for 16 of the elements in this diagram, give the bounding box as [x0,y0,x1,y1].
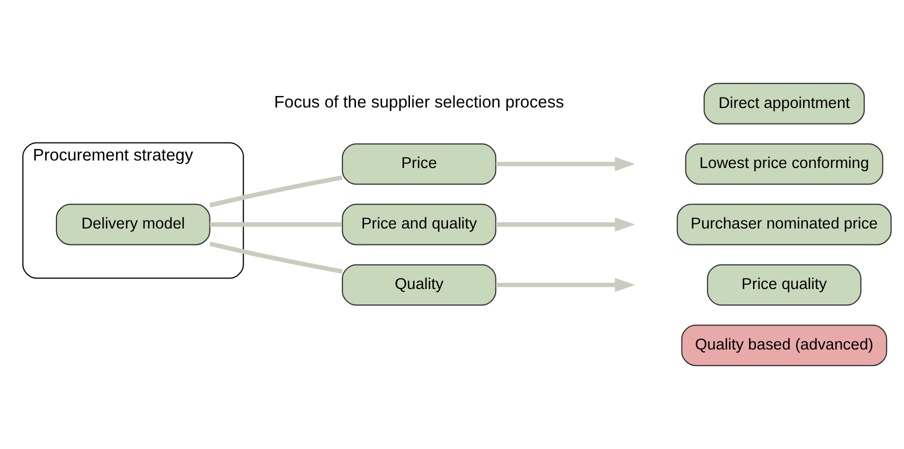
node-box: Quality based (advanced) [680,324,887,366]
arrow [495,157,635,172]
arrow [495,217,635,232]
arrow [495,278,635,292]
connector [209,222,342,227]
node-box: Direct appointment [703,82,864,124]
node-box: Price and quality [341,204,496,246]
node-box: Purchaser nominated price [676,204,892,246]
node-box: Price quality [706,264,861,306]
node-box: Price [341,143,496,185]
node-box: Quality [341,264,496,306]
node-box: Lowest price conforming [684,143,883,185]
connector [208,175,342,208]
connector [208,242,342,274]
node-box: Delivery model [55,204,210,246]
label: Focus of the supplier selection process [274,92,564,112]
